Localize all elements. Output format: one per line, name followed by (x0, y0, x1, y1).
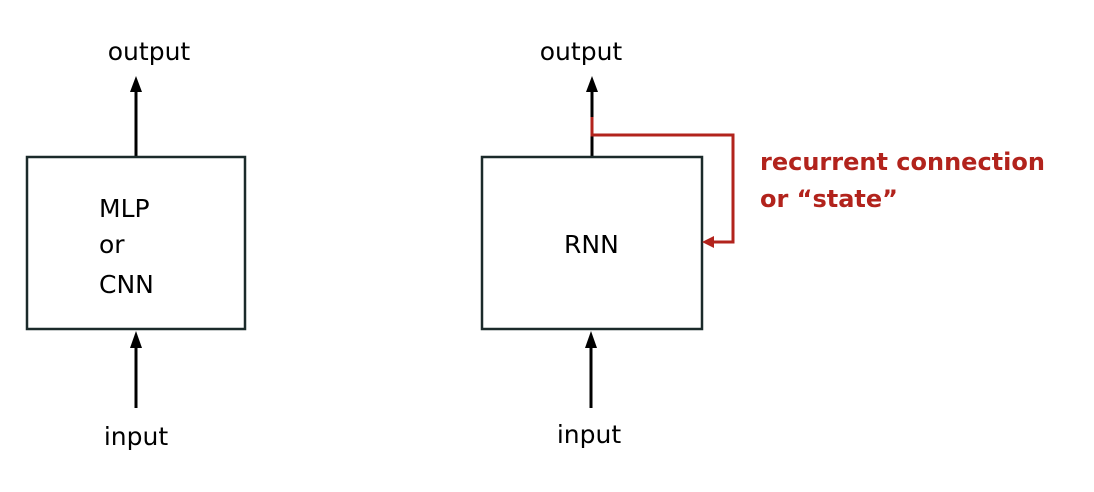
left-input-arrow (130, 331, 142, 408)
cnn-label: CNN (99, 270, 154, 299)
right-output-arrow (586, 76, 598, 157)
recurrent-label-line2: or “state” (760, 185, 898, 213)
left-output-arrow (130, 76, 142, 157)
mlp-cnn-box (25, 155, 247, 331)
recurrent-loop-line (590, 117, 735, 244)
rnn-label: RNN (564, 230, 619, 259)
right-block: output RNN input (480, 37, 704, 449)
right-input-label: input (557, 420, 622, 449)
right-input-arrow (585, 331, 597, 408)
right-output-arrowhead (586, 76, 598, 92)
recurrent-connection: recurrent connection or “state” (590, 117, 1045, 248)
rnn-box (480, 155, 704, 331)
left-output-label: output (108, 37, 191, 66)
left-input-arrowhead (130, 331, 142, 348)
left-block: output MLP or CNN input (25, 37, 247, 451)
or-label: or (99, 230, 125, 259)
left-output-arrowhead (130, 76, 142, 92)
recurrent-arrowhead (702, 236, 714, 248)
right-output-label: output (540, 37, 623, 66)
recurrent-label-line1: recurrent connection (760, 148, 1045, 176)
right-input-arrowhead (585, 331, 597, 348)
left-input-label: input (104, 422, 169, 451)
mlp-label: MLP (99, 194, 150, 223)
